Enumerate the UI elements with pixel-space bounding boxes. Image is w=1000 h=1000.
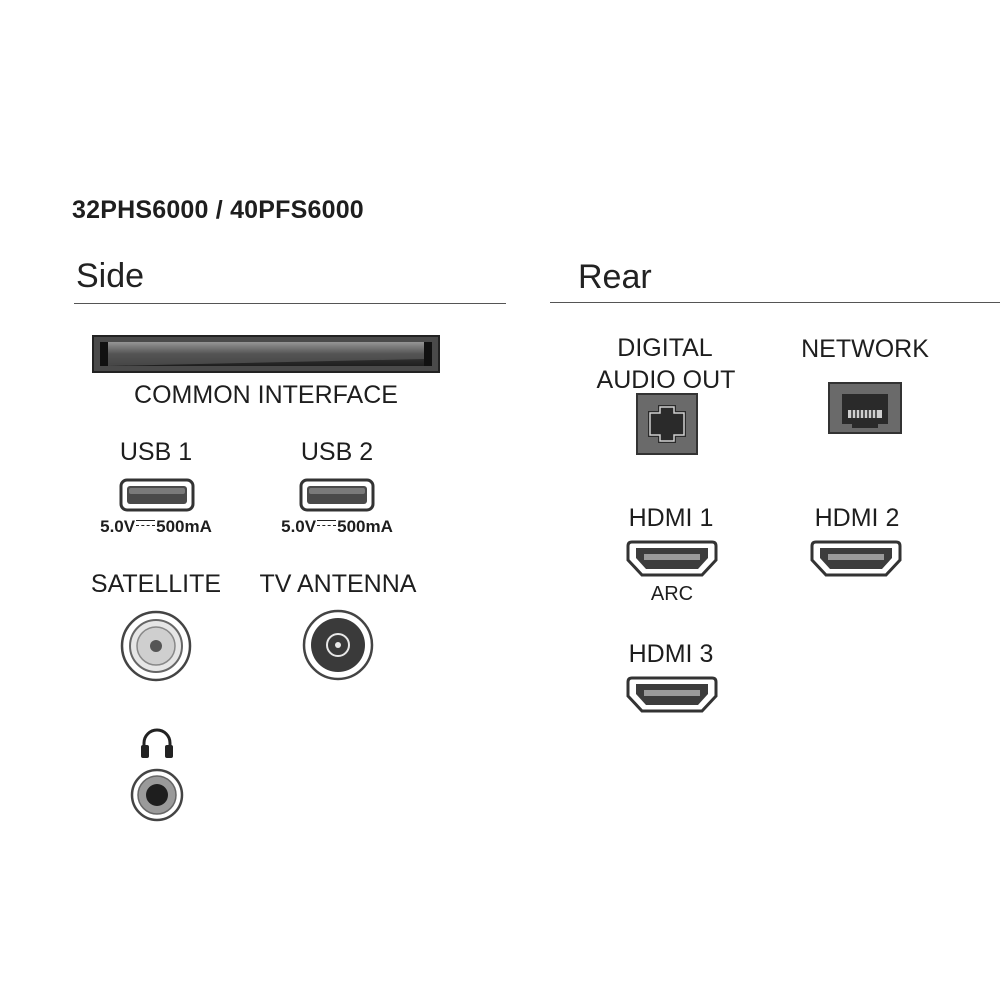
usb2-label: USB 2 bbox=[300, 438, 374, 466]
hdmi2-label: HDMI 2 bbox=[814, 504, 900, 532]
hdmi1-arc-label: ARC bbox=[650, 583, 694, 605]
optical-port-icon bbox=[636, 393, 698, 455]
usb1-current: 500mA bbox=[156, 517, 212, 536]
common-interface-label: COMMON INTERFACE bbox=[134, 381, 398, 409]
dc-symbol-icon bbox=[317, 520, 337, 529]
usb1-spec: 5.0V 500mA bbox=[86, 517, 226, 537]
rear-divider bbox=[550, 302, 1000, 303]
usb2-port-icon bbox=[299, 478, 375, 512]
hdmi1-port-icon bbox=[626, 540, 718, 578]
hdmi2-port-icon bbox=[810, 540, 902, 578]
hdmi1-label: HDMI 1 bbox=[628, 504, 714, 532]
usb1-label: USB 1 bbox=[119, 438, 193, 466]
satellite-connector-icon bbox=[120, 610, 192, 682]
satellite-label: SATELLITE bbox=[90, 570, 222, 598]
usb1-voltage: 5.0V bbox=[100, 517, 136, 536]
usb2-current: 500mA bbox=[337, 517, 393, 536]
hdmi3-port-icon bbox=[626, 676, 718, 714]
usb2-spec: 5.0V 500mA bbox=[267, 517, 407, 537]
headphone-jack-icon bbox=[130, 768, 184, 822]
model-title: 32PHS6000 / 40PFS6000 bbox=[72, 196, 364, 224]
usb2-voltage: 5.0V bbox=[281, 517, 317, 536]
network-label: NETWORK bbox=[801, 335, 929, 363]
digital-audio-out-label-line1: DIGITAL bbox=[617, 334, 713, 362]
usb1-port-icon bbox=[119, 478, 195, 512]
hdmi3-label: HDMI 3 bbox=[628, 640, 714, 668]
tv-antenna-connector-icon bbox=[302, 609, 374, 681]
headphones-icon bbox=[140, 727, 174, 759]
side-divider bbox=[74, 303, 506, 304]
ethernet-port-icon bbox=[828, 382, 902, 434]
common-interface-slot bbox=[92, 335, 440, 373]
dc-symbol-icon bbox=[136, 520, 156, 529]
side-heading: Side bbox=[76, 257, 145, 295]
digital-audio-out-label-line2: AUDIO OUT bbox=[596, 366, 736, 394]
rear-heading: Rear bbox=[578, 258, 652, 296]
tv-antenna-label: TV ANTENNA bbox=[259, 570, 417, 598]
